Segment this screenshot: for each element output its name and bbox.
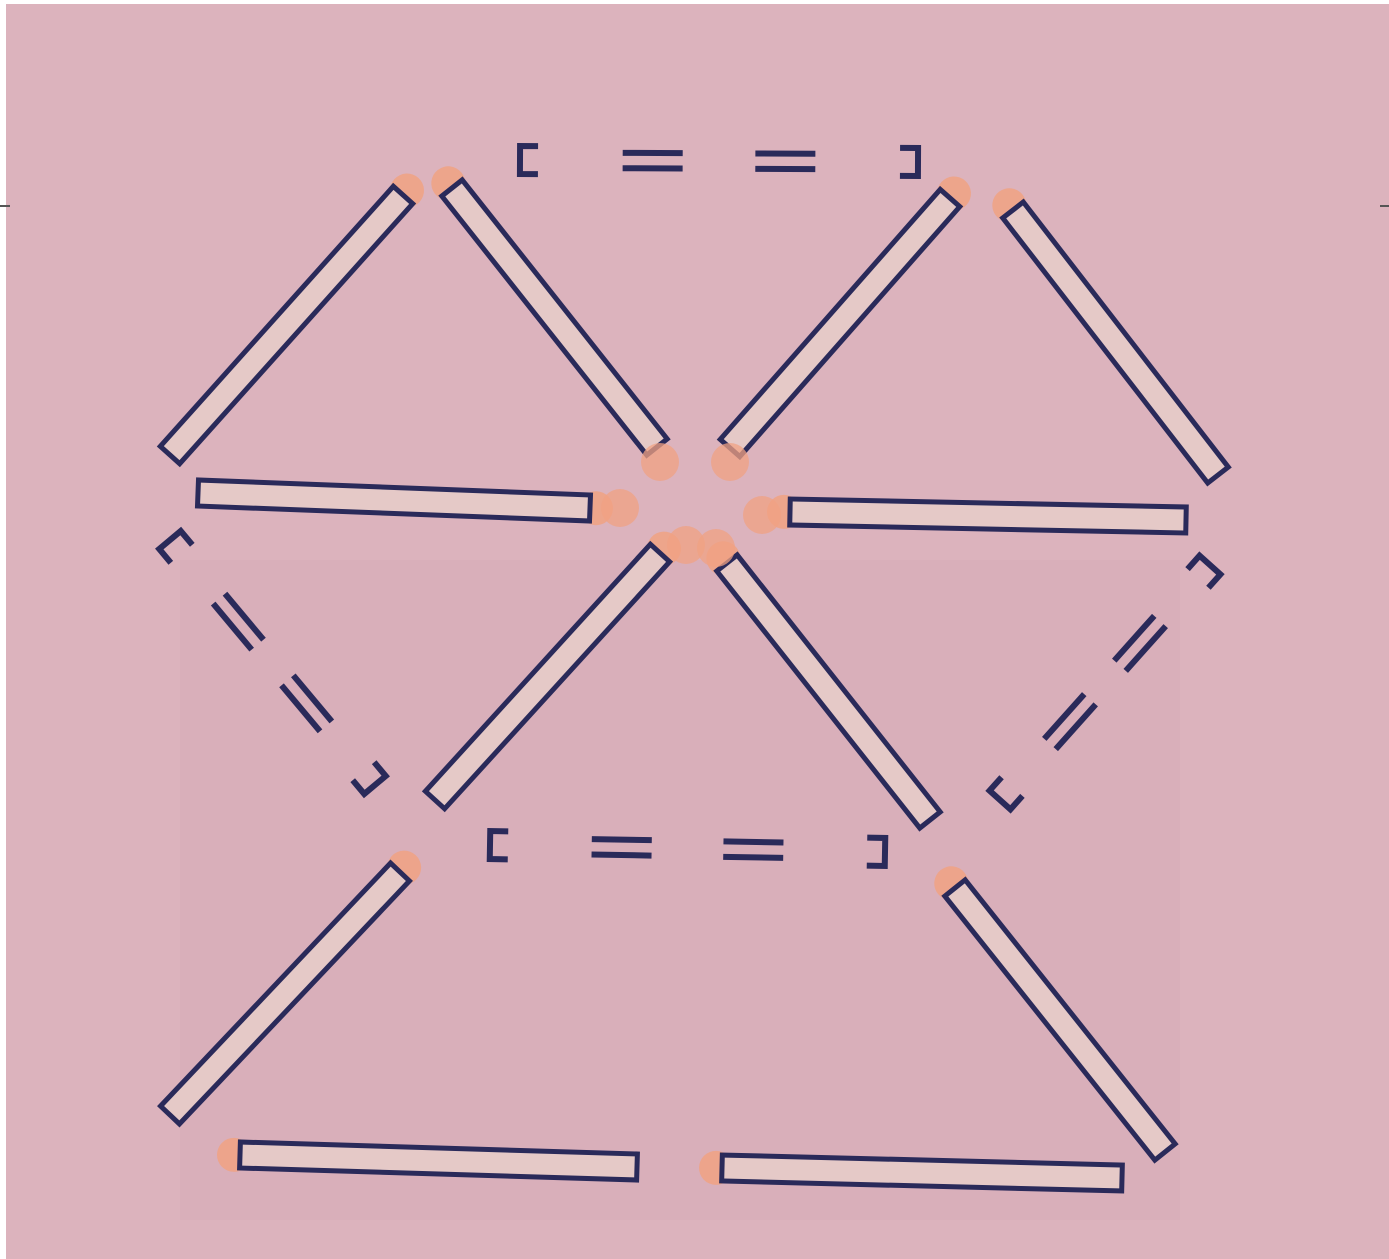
stick-top-right-inner-head [711, 443, 749, 481]
stick-top-left-inner-head [641, 443, 679, 481]
stick-middle-right-head [743, 496, 781, 534]
stick-middle-left-head [601, 489, 639, 527]
match-body [790, 499, 1187, 533]
stick-lower-diagonal-right-head [697, 529, 735, 567]
paper-shading [180, 560, 1180, 1220]
dash-segment [723, 857, 783, 858]
dash-segment [723, 841, 783, 842]
dash-segment [592, 855, 652, 856]
dash-segment [592, 839, 652, 840]
